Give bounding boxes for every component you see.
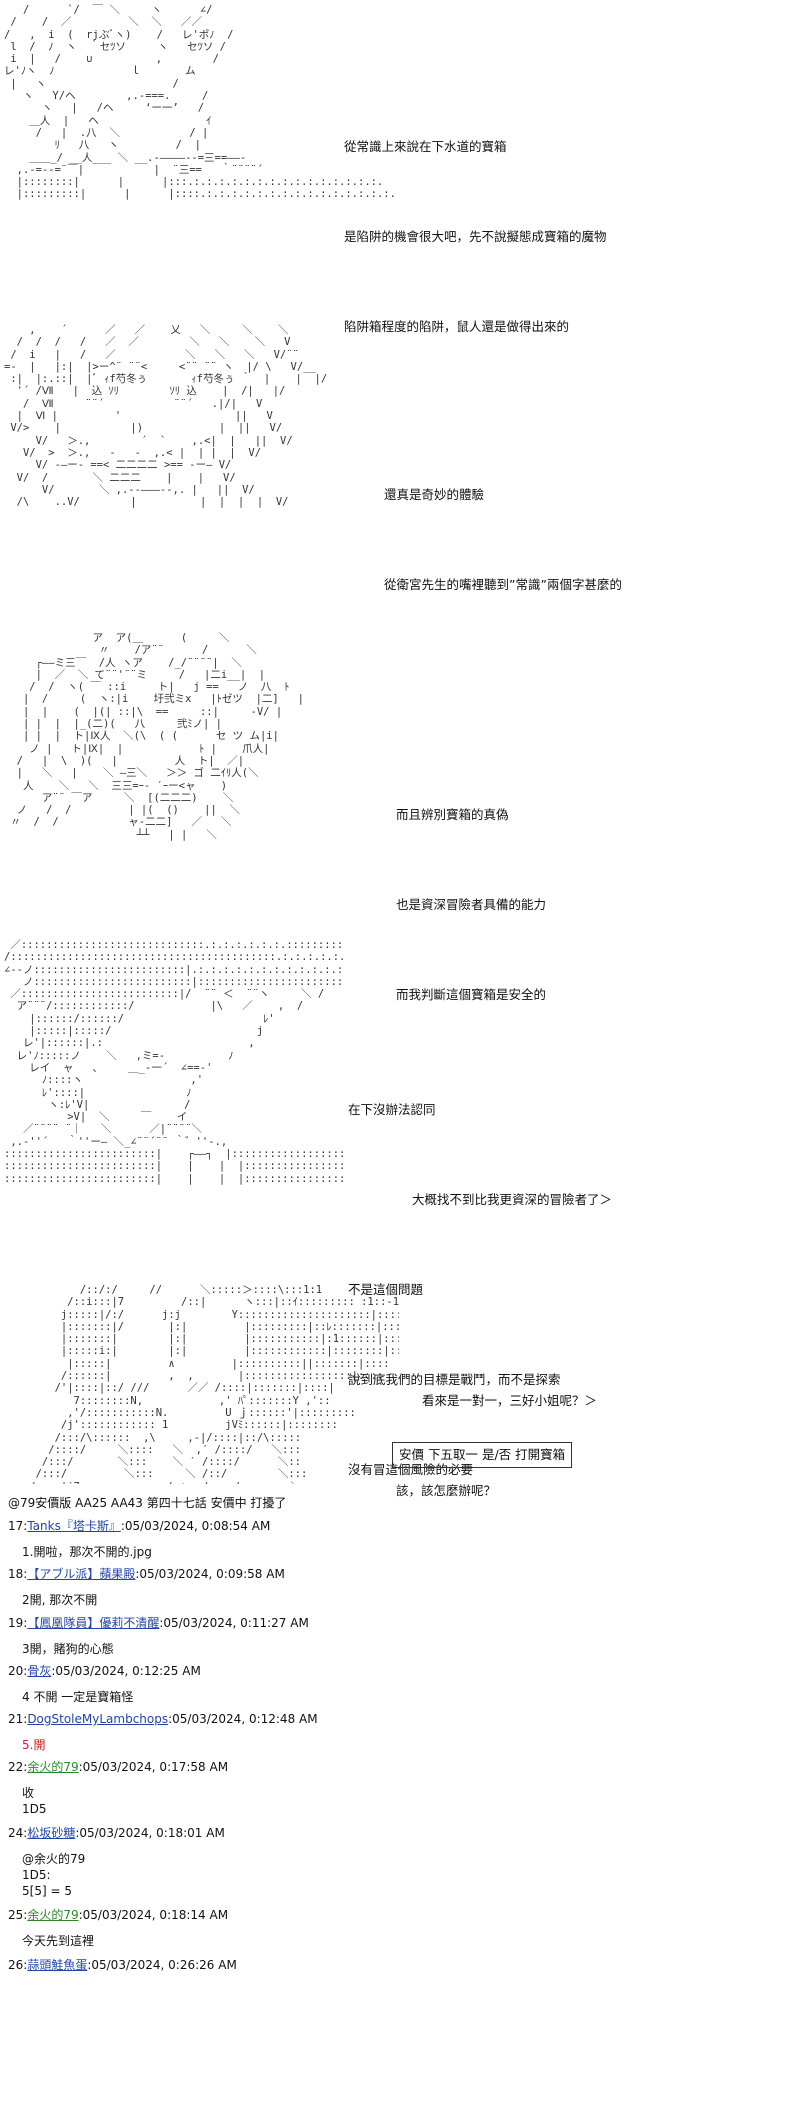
post-author-link[interactable]: DogStoleMyLambchops [27, 1712, 169, 1726]
dialogue-line: 該，該怎麼辦呢？ [396, 1483, 497, 1498]
post-header: 17:Tanks『塔卡斯』:05/03/2024, 0:08:54 AM [8, 1518, 788, 1534]
dialogue: 從常識上來說在下水道的寶箱 是陷阱的機會很大吧，先不說擬態成寶箱的魔物 陷阱箱程… [344, 72, 607, 402]
post-number: 24: [8, 1826, 28, 1840]
dialogue-line: 而我判斷這個寶箱是安全的 [396, 987, 547, 1002]
post: 22:余火的79:05/03/2024, 0:17:58 AM 收 1D5 [8, 1759, 788, 1825]
dialogue: 在下沒辦法認同 大概找不到比我更資深的冒險者了＞ 不是這個問題 說到底我們的目標… [348, 1035, 612, 1545]
dialogue-line: 而且辨別寶箱的真偽 [396, 807, 509, 822]
post-body: 今天先到這裡 [8, 1923, 788, 1949]
dialogue-line: 從常識上來說在下水道的寶箱 [344, 139, 507, 154]
dialogue-line: 還真是奇妙的體驗 [384, 487, 485, 502]
dialogue-line: 大概找不到比我更資深的冒險者了＞ [412, 1192, 613, 1207]
post-timestamp: :05/03/2024, 0:08:54 AM [120, 1519, 271, 1533]
thread-header: @79安價版 AA25 AA43 第四十七話 安價中 打擾了 [8, 1496, 287, 1510]
post-line: 1.開啦，那次不開的.jpg [22, 1545, 152, 1559]
post-header: 21:DogStoleMyLambchops:05/03/2024, 0:12:… [8, 1711, 788, 1727]
dialogue-line: 不是這個問題 [348, 1282, 424, 1297]
post-number: 17: [8, 1519, 28, 1533]
aa-panel-1: / `/ ￣ ＼ ヽ ∠/ / / ／ ＼ ＼ ／／ / , i ( rjぶﾞヽ… [0, 0, 800, 334]
dialogue-line: 陷阱箱程度的陷阱，鼠人還是做得出來的 [344, 319, 570, 334]
dialogue-line: 是陷阱的機會很大吧，先不說擬態成寶箱的魔物 [344, 229, 607, 244]
post-number: 22: [8, 1760, 28, 1774]
post-timestamp: :05/03/2024, 0:11:27 AM [159, 1616, 309, 1630]
post-header: 19:【鳳凰隊員】優莉不清醒:05/03/2024, 0:11:27 AM [8, 1615, 788, 1631]
ascii-art: /::/:/ // ＼:::::＞::::\:::1:1 /::i:::|7 /… [29, 1284, 399, 1484]
dialogue-line: 看來是一對一，三好小姐呢？＞ [422, 1393, 598, 1408]
ascii-art: ／:::::::::::::::::::::::::::::.:.:.:.:.:… [4, 939, 344, 1185]
post: 26:蒜頭鮭魚蛋:05/03/2024, 0:26:26 AM [8, 1957, 788, 1973]
post-author-link[interactable]: 余火的79 [27, 1760, 79, 1774]
aa-panel-4: ／:::::::::::::::::::::::::::::.:.:.:.:.:… [0, 935, 800, 1477]
post-author-link[interactable]: 骨灰 [27, 1664, 52, 1678]
post-author-link[interactable]: 【鳳凰隊員】優莉不清醒 [27, 1616, 160, 1630]
post-timestamp: :05/03/2024, 0:12:48 AM [168, 1712, 318, 1726]
post-line: 1D5 [22, 1802, 47, 1816]
dialogue-line: 說到底我們的目標是戰鬥，而不是探索 [348, 1372, 561, 1387]
post-number: 19: [8, 1616, 28, 1630]
post-header: 22:余火的79:05/03/2024, 0:17:58 AM [8, 1759, 788, 1775]
post-header: 20:骨灰:05/03/2024, 0:12:25 AM [8, 1663, 788, 1679]
post-line: 今天先到這裡 [22, 1934, 95, 1948]
post: 17:Tanks『塔卡斯』:05/03/2024, 0:08:54 AM 1.開… [8, 1518, 788, 1566]
post: 20:骨灰:05/03/2024, 0:12:25 AM 4 不開 一定是寶箱怪 [8, 1663, 788, 1711]
ascii-art: ア ア(＿ ( ＼ 〃 /ア¨¨ / ＼ ┌――ミ三￣ /人 ヽア /_/¨¨¨… [10, 632, 305, 841]
post-timestamp: :05/03/2024, 0:17:58 AM [78, 1760, 229, 1774]
dialogue-line: 沒有冒這個風險的必要 [348, 1462, 474, 1477]
dialogue-line: 從衛宮先生的嘴裡聽到”常識”兩個字甚麼的 [384, 577, 622, 592]
post-timestamp: :05/03/2024, 0:12:25 AM [51, 1664, 201, 1678]
post-list: 17:Tanks『塔卡斯』:05/03/2024, 0:08:54 AM 1.開… [8, 1518, 788, 1973]
post-line: 3開，賭狗的心態 [22, 1642, 114, 1656]
dialogue: 看來是一對一，三好小姐呢？＞ 該，該怎麼辦呢？ [396, 1326, 597, 1566]
post: 21:DogStoleMyLambchops:05/03/2024, 0:12:… [8, 1711, 788, 1759]
dialogue: 還真是奇妙的體驗 從衛宮先生的嘴裡聽到”常識”兩個字甚麼的 [384, 420, 622, 660]
post: 25:余火的79:05/03/2024, 0:18:14 AM 今天先到這裡 [8, 1907, 788, 1957]
post-body: 2開, 那次不開 [8, 1582, 788, 1608]
post-author-link[interactable]: 松坂砂糖 [27, 1826, 76, 1840]
post-timestamp: :05/03/2024, 0:09:58 AM [135, 1567, 285, 1581]
aa-panel-5: /::/:/ // ＼:::::＞::::\:::1:1 /::i:::|7 /… [0, 1280, 800, 1498]
post-number: 20: [8, 1664, 28, 1678]
post-number: 26: [8, 1958, 28, 1972]
post: 19:【鳳凰隊員】優莉不清醒:05/03/2024, 0:11:27 AM 3開… [8, 1615, 788, 1663]
post-body: 5.開 [8, 1727, 788, 1753]
post-header: 26:蒜頭鮭魚蛋:05/03/2024, 0:26:26 AM [8, 1957, 788, 1973]
dialogue-line: 在下沒辦法認同 [348, 1102, 436, 1117]
post-body: 3開，賭狗的心態 [8, 1631, 788, 1657]
post: 24:松坂砂糖:05/03/2024, 0:18:01 AM @余火的79 1D5… [8, 1825, 788, 1907]
post-number: 25: [8, 1908, 28, 1922]
post-body: 1.開啦，那次不開的.jpg [8, 1534, 788, 1560]
post-header: 24:松坂砂糖:05/03/2024, 0:18:01 AM [8, 1825, 788, 1841]
post-line: @余火的79 [22, 1852, 86, 1866]
post-timestamp: :05/03/2024, 0:26:26 AM [87, 1958, 237, 1972]
anka-vote-box: 安價 下五取一 是/否 打開寶箱 [392, 1442, 573, 1468]
aa-panel-3: ア ア(＿ ( ＼ 〃 /ア¨¨ / ＼ ┌――ミ三￣ /人 ヽア /_/¨¨¨… [0, 628, 800, 1002]
post-line: 5[5] = 5 [22, 1884, 72, 1898]
aa-panel-2: , ´ ／ ／ 乂 ＼ ＼ ＼ / / / / ／ ／ ＼ ＼ ＼ V / i … [0, 320, 800, 600]
post-line: 2開, 那次不開 [22, 1593, 98, 1607]
post-line: 4 不開 一定是寶箱怪 [22, 1690, 134, 1704]
post-author-link[interactable]: 余火的79 [27, 1908, 79, 1922]
post-line: 收 [22, 1786, 35, 1800]
post-header: 25:余火的79:05/03/2024, 0:18:14 AM [8, 1907, 788, 1923]
dialogue-line: 也是資深冒險者具備的能力 [396, 897, 547, 912]
dialogue: 而且辨別寶箱的真偽 也是資深冒險者具備的能力 而我判斷這個寶箱是安全的 [396, 740, 546, 1070]
post-author-link[interactable]: 【アブル派】蘋果殿 [27, 1567, 136, 1581]
post-body: 4 不開 一定是寶箱怪 [8, 1679, 788, 1705]
post-number: 18: [8, 1567, 28, 1581]
post-body: @余火的79 1D5: 5[5] = 5 [8, 1841, 788, 1899]
post-timestamp: :05/03/2024, 0:18:14 AM [78, 1908, 229, 1922]
post-author-link[interactable]: Tanks『塔卡斯』 [27, 1519, 121, 1533]
post-line: 1D5: [22, 1868, 51, 1882]
post-number: 21: [8, 1712, 28, 1726]
post-header: 18:【アブル派】蘋果殿:05/03/2024, 0:09:58 AM [8, 1566, 788, 1582]
post-line: 5.開 [22, 1738, 46, 1752]
post-author-link[interactable]: 蒜頭鮭魚蛋 [27, 1958, 88, 1972]
post-timestamp: :05/03/2024, 0:18:01 AM [75, 1826, 225, 1840]
post: 18:【アブル派】蘋果殿:05/03/2024, 0:09:58 AM 2開, … [8, 1566, 788, 1615]
ascii-art: / `/ ￣ ＼ ヽ ∠/ / / ／ ＼ ＼ ／／ / , i ( rjぶﾞヽ… [4, 4, 394, 201]
post-body: 收 1D5 [8, 1775, 788, 1817]
ascii-art: , ´ ／ ／ 乂 ＼ ＼ ＼ / / / / ／ ／ ＼ ＼ ＼ V / i … [4, 324, 328, 509]
